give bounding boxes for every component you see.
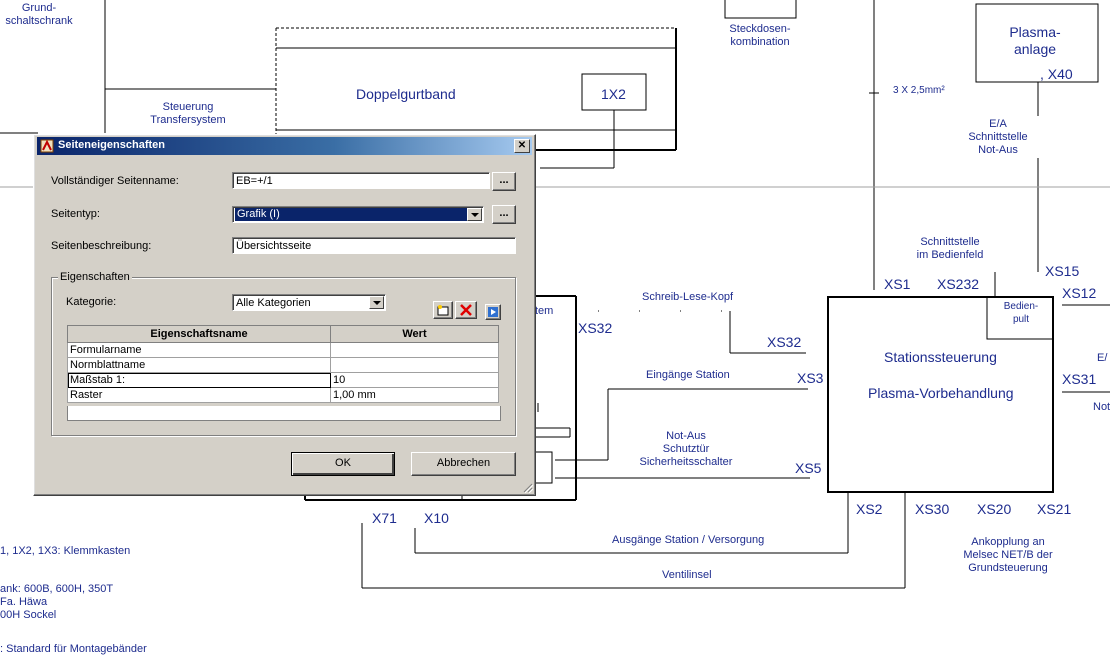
note-line: Fa. Häwa: [0, 596, 48, 608]
bedienpult-label: Bedien- pult: [1003, 301, 1039, 325]
pin-xs3: XS3: [797, 370, 824, 386]
schnittstelle-bedienfeld-label: Schnittstelle im Bedienfeld: [916, 236, 984, 261]
property-value-cell[interactable]: [330, 342, 499, 358]
page-type-selected-value: Grafik (I): [235, 208, 469, 221]
pin-xs32-right: XS32: [767, 334, 802, 350]
more-button[interactable]: [485, 304, 501, 320]
property-value-cell[interactable]: [330, 357, 499, 373]
pin-x10: X10: [424, 510, 449, 526]
property-name-cell: Normblattname: [67, 357, 331, 373]
ok-button[interactable]: OK: [291, 452, 395, 476]
property-name-cell: Maßstab 1:: [67, 372, 331, 388]
ea-notaus-label: E/A Schnittstelle Not-Aus: [968, 118, 1028, 156]
pin-xs30: XS30: [915, 501, 950, 517]
property-value-cell[interactable]: 10: [330, 372, 499, 388]
page-properties-dialog: Seiteneigenschaften ✕ Vollständiger Seit…: [33, 134, 536, 496]
pin-xs21: XS21: [1037, 501, 1072, 517]
note-line: 00H Sockel: [0, 609, 57, 621]
note-line: : Standard für Montagebänder: [0, 643, 147, 655]
properties-group: [51, 277, 516, 436]
category-value: Alle Kategorien: [236, 297, 311, 309]
cancel-button[interactable]: Abbrechen: [411, 452, 516, 476]
table-row[interactable]: Maßstab 1: 10: [67, 372, 499, 388]
pin-xs20: XS20: [977, 501, 1012, 517]
play-arrow-icon: [488, 307, 498, 317]
table-row[interactable]: Raster 1,00 mm: [67, 387, 499, 403]
note-line: 1, 1X2, 1X3: Klemmkasten: [0, 545, 131, 557]
property-name-cell: Raster: [67, 387, 331, 403]
column-header-name[interactable]: Eigenschaftsname: [67, 325, 331, 343]
pin-x71: X71: [372, 510, 397, 526]
schreib-lese-label: Schreib-Lese-Kopf: [642, 291, 734, 303]
notaus-schalter-label: Not-Aus Schutztür Sicherheitsschalter: [639, 430, 733, 468]
full-name-label: Vollständiger Seitenname:: [51, 175, 179, 187]
chevron-down-icon[interactable]: [369, 296, 384, 309]
delete-property-button[interactable]: [455, 301, 477, 319]
table-header-row: Eigenschaftsname Wert: [67, 325, 499, 343]
close-button[interactable]: ✕: [514, 139, 530, 153]
not-fragment: Not: [1093, 401, 1110, 413]
delete-x-icon: [460, 304, 472, 316]
ankopplung-label: Ankopplung an Melsec NET/B der Grundsteu…: [963, 536, 1053, 574]
plasma-anlage-label: Plasma- anlage: [1009, 24, 1061, 57]
pin-xs1: XS1: [884, 276, 911, 292]
dialog-title: Seiteneigenschaften: [58, 139, 165, 151]
pin-xs15: XS15: [1045, 263, 1080, 279]
description-field[interactable]: Übersichtsseite: [232, 237, 516, 254]
property-name-cell: Formularname: [67, 342, 331, 358]
ventilinsel-label: Ventilinsel: [662, 569, 712, 581]
station-title-line1: Stationssteuerung: [884, 349, 997, 365]
box-1x2-label: 1X2: [601, 86, 626, 102]
table-row[interactable]: Formularname: [67, 342, 499, 358]
steuerung-transfer-label: Steuerung Transfersystem: [150, 101, 226, 126]
pin-xs232: XS232: [937, 276, 980, 292]
x40-label: , X40: [1040, 66, 1073, 82]
resize-grip-icon[interactable]: [521, 481, 533, 493]
pin-xs5: XS5: [795, 460, 822, 476]
steckdosen-label: Steckdosen- kombination: [729, 23, 791, 48]
doppelgurtband-label: Doppelgurtband: [356, 86, 456, 102]
full-name-browse-button[interactable]: ...: [492, 172, 516, 191]
new-item-icon: [437, 305, 449, 316]
category-label: Kategorie:: [66, 296, 117, 308]
full-name-field[interactable]: EB=+/1: [232, 172, 490, 189]
property-value-cell[interactable]: 1,00 mm: [330, 387, 499, 403]
page-type-label: Seitentyp:: [51, 208, 100, 220]
description-label: Seitenbeschreibung:: [51, 240, 152, 252]
app-icon: [40, 139, 54, 153]
ausgaenge-label: Ausgänge Station / Versorgung: [612, 534, 765, 546]
station-title-line2: Plasma-Vorbehandlung: [868, 385, 1014, 401]
eingaenge-label: Eingänge Station: [646, 369, 730, 381]
table-empty-area: [67, 406, 501, 421]
grundschaltschrank-label: Grund- schaltschrank: [5, 2, 73, 27]
chevron-down-icon[interactable]: [467, 208, 482, 221]
pin-xs12: XS12: [1062, 285, 1097, 301]
column-header-value[interactable]: Wert: [330, 325, 499, 343]
page-type-select[interactable]: Grafik (I): [232, 206, 484, 223]
new-property-button[interactable]: [433, 301, 453, 319]
pin-xs32-left: XS32: [578, 320, 613, 336]
cable-spec-label: 3 X 2,5mm²: [893, 85, 945, 96]
dialog-titlebar[interactable]: Seiteneigenschaften ✕: [37, 137, 532, 155]
page-type-browse-button[interactable]: ...: [492, 205, 516, 224]
pin-xs2: XS2: [856, 501, 883, 517]
table-row[interactable]: Normblattname: [67, 357, 499, 373]
note-line: ank: 600B, 600H, 350T: [0, 583, 114, 595]
properties-group-title: Eigenschaften: [58, 271, 132, 283]
category-select[interactable]: Alle Kategorien: [232, 294, 386, 311]
pin-xs31: XS31: [1062, 371, 1097, 387]
system-fragment: tem: [535, 305, 554, 317]
properties-table: Eigenschaftsname Wert Formularname Normb…: [67, 325, 499, 403]
ea-fragment: E/: [1097, 352, 1108, 364]
